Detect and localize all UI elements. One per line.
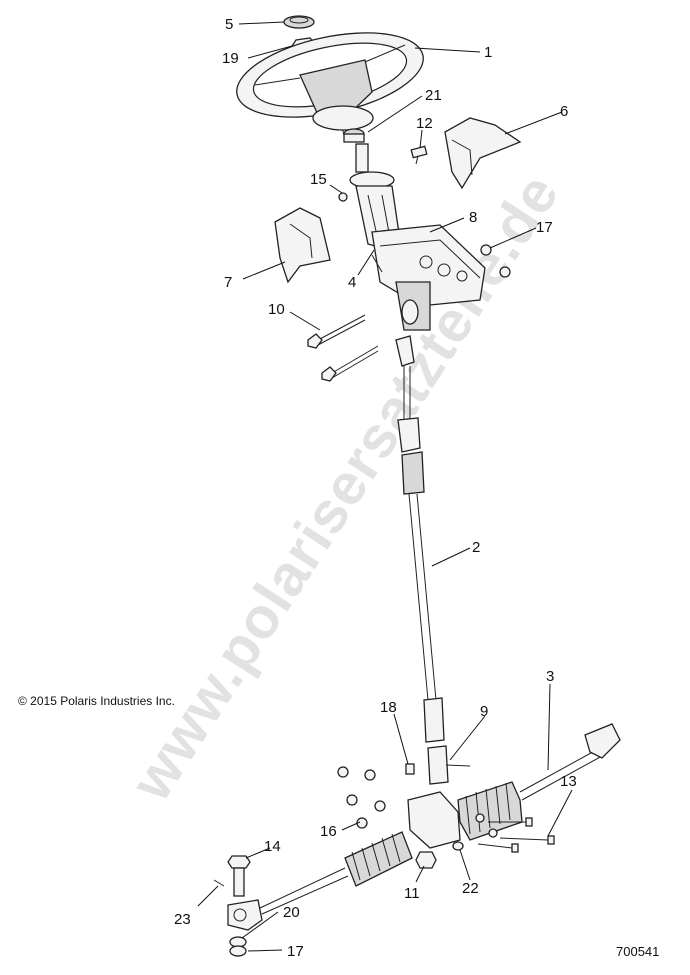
part-20-tie-rod-end (227, 899, 263, 931)
callout-4: 4 (348, 274, 356, 291)
callout-5: 5 (225, 16, 233, 33)
part-17-nuts-upper (480, 244, 511, 278)
part-4-bolt (371, 254, 383, 273)
callout-17-lower: 17 (287, 943, 304, 960)
callout-12: 12 (416, 115, 433, 132)
callout-1: 1 (484, 44, 492, 61)
callout-8: 8 (469, 209, 477, 226)
part-16-nuts (337, 766, 386, 829)
part-14-bolt (227, 855, 251, 897)
part-11-nut (415, 851, 437, 869)
callout-20: 20 (283, 904, 300, 921)
callout-11: 11 (404, 885, 420, 902)
copyright-notice: © 2015 Polaris Industries Inc. (18, 694, 175, 708)
callout-15: 15 (310, 171, 327, 188)
part-13-bolts (475, 813, 555, 853)
part-6-right-cover (444, 117, 522, 190)
callout-9: 9 (480, 703, 488, 720)
part-7-left-cover (274, 207, 331, 284)
part-12-bolt (410, 145, 428, 165)
part-9-clamp (427, 745, 471, 785)
callout-19: 19 (222, 50, 239, 67)
callout-6: 6 (560, 103, 568, 120)
callout-16: 16 (320, 823, 337, 840)
part-18-pin (405, 763, 415, 775)
part-23-cotter-pin (213, 879, 225, 887)
part-5-horn-cap (283, 15, 315, 29)
callout-7: 7 (224, 274, 232, 291)
callout-2: 2 (472, 539, 480, 556)
callout-3: 3 (546, 668, 554, 685)
document-number: 700541 (616, 944, 660, 959)
callout-21: 21 (425, 87, 442, 104)
leader-lines (197, 21, 573, 952)
part-10-bolts (307, 314, 379, 382)
callout-labels: 5 19 1 21 6 12 15 8 17 7 4 10 2 3 9 18 1… (174, 16, 577, 960)
callout-13: 13 (560, 773, 577, 790)
part-3-steering-rack (259, 723, 621, 915)
callout-17-upper: 17 (536, 219, 553, 236)
part-17-nut-lower (229, 936, 247, 957)
part-22-washer (452, 841, 464, 851)
part-2-intermediate-shaft (395, 335, 445, 743)
part-21-bushing (343, 128, 365, 143)
callout-23: 23 (174, 911, 191, 928)
part-8-column-bracket (371, 224, 486, 331)
part-15-nut (338, 192, 348, 202)
callout-10: 10 (268, 301, 285, 318)
part-1-steering-wheel (236, 32, 424, 141)
callout-18: 18 (380, 699, 397, 716)
callout-22: 22 (462, 880, 479, 897)
callout-14: 14 (264, 838, 281, 855)
